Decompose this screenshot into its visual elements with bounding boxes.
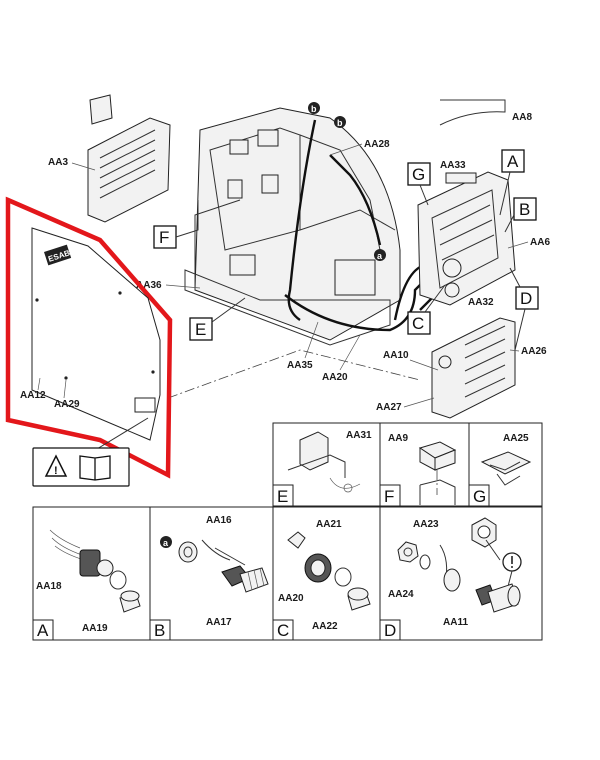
panel-label-plate <box>134 397 156 413</box>
label-aa32: AA32 <box>468 297 494 308</box>
callout-e <box>189 317 213 341</box>
label-aa24: AA24 <box>388 589 414 600</box>
callout-g-text: G <box>412 165 425 184</box>
detail-letter-c: C <box>277 621 289 640</box>
svg-text:!: ! <box>54 465 58 477</box>
leader-aa27 <box>403 397 435 408</box>
warning-leader <box>91 417 149 453</box>
part-aa8-cover <box>439 99 506 126</box>
detail-letter-b: B <box>154 621 165 640</box>
part-aa21-aa22-socket <box>287 531 371 611</box>
callout-e-leader <box>211 297 246 323</box>
callout-c <box>407 311 431 335</box>
detail-letter-g: G <box>473 487 486 506</box>
callout-a <box>501 149 525 173</box>
marker-a-detail <box>160 536 172 548</box>
callout-d-text: D <box>520 289 532 308</box>
label-aa27: AA27 <box>376 402 402 413</box>
marker-b-2-text: b <box>337 118 343 128</box>
marker-b-2 <box>334 116 346 128</box>
part-aa9-block <box>418 441 457 505</box>
cable-main <box>287 119 317 321</box>
label-aa19: AA19 <box>82 623 108 634</box>
detail-letter-d: D <box>384 621 396 640</box>
callout-e-text: E <box>195 320 206 339</box>
detail-letter-e: E <box>277 487 288 506</box>
label-aa12: AA12 <box>20 390 46 401</box>
label-aa8: AA8 <box>512 112 532 123</box>
leader-aa3 <box>71 162 96 171</box>
warning-triangle-icon <box>44 454 68 477</box>
label-aa25: AA25 <box>503 433 529 444</box>
label-aa10: AA10 <box>383 350 409 361</box>
label-aa36: AA36 <box>136 280 162 291</box>
callout-c-leader <box>424 284 446 313</box>
leader-aa28 <box>329 143 363 156</box>
manual-book-icon <box>79 455 111 481</box>
label-aa6: AA6 <box>530 237 550 248</box>
callout-f-text: F <box>159 228 169 247</box>
callout-d-leader-2 <box>514 308 526 351</box>
leader-aa29 <box>63 379 67 399</box>
part-aa23-aa24-aa11-fitting <box>397 517 522 613</box>
detail-letter-f: F <box>384 487 394 506</box>
part-aa12-side-panel <box>31 227 161 441</box>
callout-a-leader <box>499 171 511 216</box>
label-aa20-main: AA20 <box>322 372 348 383</box>
marker-a-detail-text: a <box>163 538 169 548</box>
label-aa9: AA9 <box>388 433 408 444</box>
callout-b-text: B <box>519 200 530 219</box>
label-aa16: AA16 <box>206 515 232 526</box>
label-aa22: AA22 <box>312 621 338 632</box>
label-aa21: AA21 <box>316 519 342 530</box>
detail-box-d <box>379 506 543 641</box>
cable-to-front <box>284 274 431 332</box>
highlight-outline-aa12 <box>5 196 173 479</box>
cable-aa28 <box>329 154 382 246</box>
callout-d <box>515 286 539 310</box>
rear-panel-assembly <box>431 317 516 419</box>
marker-b-1 <box>308 102 320 114</box>
label-aa17: AA17 <box>206 617 232 628</box>
front-panel-assembly <box>417 171 516 306</box>
leader-aa10 <box>409 359 439 371</box>
label-aa28: AA28 <box>364 139 390 150</box>
marker-a-main-text: a <box>377 251 383 261</box>
label-aa18: AA18 <box>36 581 62 592</box>
detail-letter-a: A <box>37 621 49 640</box>
leader-aa20-main <box>339 334 361 371</box>
label-aa35: AA35 <box>287 360 313 371</box>
label-aa26: AA26 <box>521 346 547 357</box>
callout-c-text: C <box>412 314 424 333</box>
callout-b <box>513 197 537 221</box>
part-aa25-clip <box>480 451 532 486</box>
part-aa18-socket <box>49 529 141 613</box>
part-aa16-aa17-fitting <box>178 539 269 593</box>
leader-aa26 <box>509 349 520 352</box>
callout-g <box>407 162 431 186</box>
callout-d-leader <box>509 267 521 288</box>
leader-aa12 <box>37 377 41 391</box>
part-aa3-panel <box>87 94 171 223</box>
label-aa3: AA3 <box>48 157 68 168</box>
callout-b-leader <box>504 214 515 233</box>
assembly-centerline <box>167 349 421 399</box>
callout-g-leader <box>419 184 429 206</box>
part-aa31-connector <box>287 431 361 493</box>
callout-a-text: A <box>507 152 519 171</box>
label-aa20-c: AA20 <box>278 593 304 604</box>
leader-aa6 <box>507 241 529 249</box>
callout-f-leader <box>175 200 199 238</box>
warning-manual-box: ! <box>32 447 130 487</box>
label-aa29: AA29 <box>54 399 80 410</box>
leader-aa36 <box>165 284 201 289</box>
label-aa11: AA11 <box>443 617 468 628</box>
label-aa33: AA33 <box>440 160 466 171</box>
label-aa23: AA23 <box>413 519 439 530</box>
marker-a-main <box>374 249 386 261</box>
marker-b-1-text: b <box>311 104 317 114</box>
label-aa31: AA31 <box>346 430 372 441</box>
